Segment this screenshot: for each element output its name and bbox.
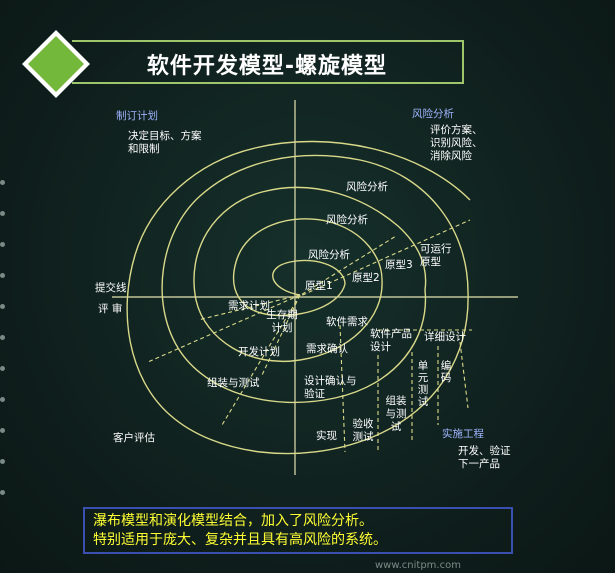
summary-line-2: 特别适用于庞大、复杂并且具有高风险的系统。 — [93, 532, 387, 548]
nav-dot[interactable] — [0, 273, 5, 278]
plan-heading: 制订计划 — [116, 110, 158, 122]
prototype-3-label: 原型3 — [385, 259, 413, 271]
prototype-2-label: 原型2 — [352, 272, 380, 284]
nav-dot[interactable] — [0, 366, 5, 371]
nav-dot[interactable] — [0, 242, 5, 247]
nav-dot[interactable] — [0, 397, 5, 402]
risk-text: 评价方案、识别风险、消除风险 — [430, 124, 483, 162]
coding-label: 编码 — [440, 360, 452, 384]
nav-dot[interactable] — [0, 180, 5, 185]
nav-dot[interactable] — [0, 211, 5, 216]
left-nav-dots — [0, 180, 5, 521]
implementation-label: 实现 — [316, 430, 337, 442]
requirements-plan-label: 需求计划 — [228, 300, 270, 312]
nav-dot[interactable] — [0, 335, 5, 340]
nav-dot[interactable] — [0, 304, 5, 309]
diamond-logo-icon — [20, 28, 92, 100]
watermark: www.cnitpm.com — [375, 560, 461, 571]
page-title: 软件开发模型-螺旋模型 — [146, 54, 388, 79]
title-bar: 软件开发模型-螺旋模型 — [72, 40, 464, 84]
engineering-heading: 实施工程 — [442, 428, 484, 440]
requirements-confirm-label: 需求确认 — [306, 343, 348, 355]
life-cycle-plan-label: 生存期计划 — [266, 309, 298, 334]
runnable-prototype-label: 可运行原型 — [420, 243, 452, 268]
customer-heading: 客户评估 — [113, 432, 155, 444]
nav-dot[interactable] — [0, 428, 5, 433]
commit-line-label: 提交线 — [95, 282, 127, 294]
assembly-test-label: 组装与测试 — [385, 395, 407, 433]
spiral-path — [126, 140, 471, 455]
software-requirements-label: 软件需求 — [326, 316, 368, 328]
engineering-text: 开发、验证下一产品 — [458, 445, 511, 470]
risk-heading: 风险分析 — [412, 108, 454, 120]
plan-text: 决定目标、方案和限制 — [128, 130, 202, 155]
design-confirm-label: 设计确认与验证 — [304, 375, 357, 400]
development-plan-label: 开发计划 — [238, 346, 280, 358]
summary-line-1: 瀑布模型和演化模型结合，加入了风险分析。 — [93, 513, 373, 529]
risk-analysis-inner-label: 风险分析 — [308, 249, 350, 261]
prototype-1-label: 原型1 — [305, 280, 333, 292]
nav-dot[interactable] — [0, 490, 5, 495]
dashed-dividers — [147, 219, 472, 453]
product-design-label: 软件产品设计 — [370, 328, 412, 353]
summary-note: 瀑布模型和演化模型结合，加入了风险分析。 特别适用于庞大、复杂并且具有高风险的系… — [83, 507, 513, 554]
detailed-design-label: 详细设计 — [424, 331, 466, 343]
risk-analysis-middle-label: 风险分析 — [326, 214, 368, 226]
risk-analysis-outer-label: 风险分析 — [346, 181, 388, 193]
integration-test-label: 组装与测试 — [207, 377, 260, 389]
unit-test-label: 单元测试 — [417, 360, 429, 408]
acceptance-test-label: 验收测试 — [352, 418, 374, 443]
review-label: 评 审 — [98, 303, 123, 315]
nav-dot[interactable] — [0, 459, 5, 464]
